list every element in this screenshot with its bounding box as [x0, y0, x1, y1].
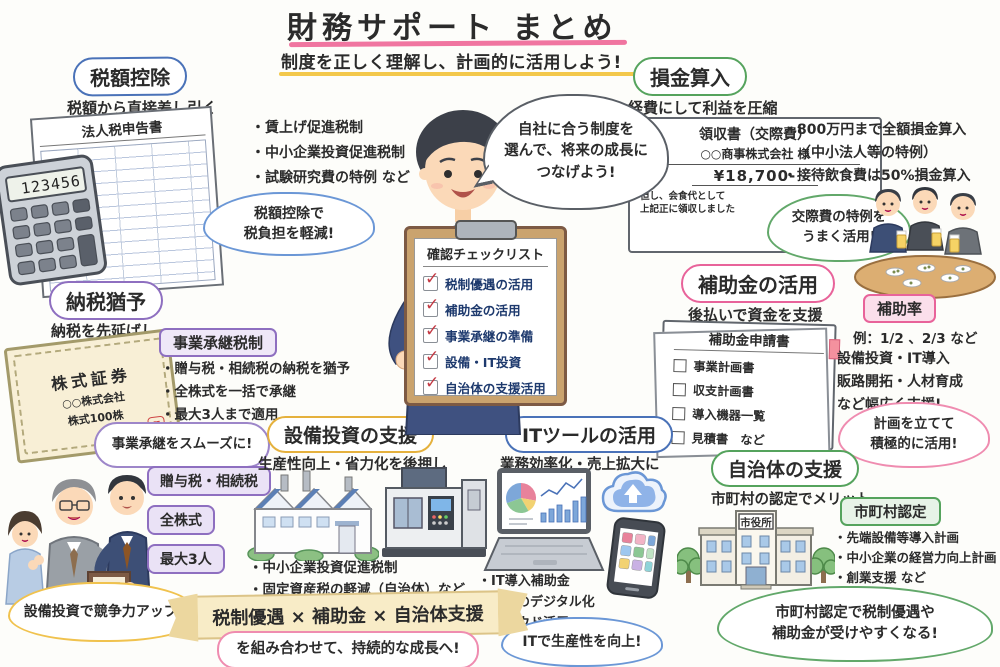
- calculator-icon: 123456: [0, 154, 107, 286]
- tag-gift-inheritance-tax: 贈与税・相続税: [147, 466, 271, 496]
- tag-all-shares: 全株式: [147, 505, 215, 535]
- city-hall-sign: 市役所: [740, 516, 772, 529]
- subsidy-tagline: 後払いで資金を支援: [688, 306, 823, 324]
- section-badge-deductible: 損金算入: [633, 57, 747, 96]
- page-subtitle: 制度を正しく理解し、計画的に活用しよう!: [281, 53, 622, 73]
- checklist-item: 自治体の支援活用: [423, 373, 548, 397]
- checklist-item: 事業承継の準備: [423, 321, 548, 345]
- bullet-item: ・IT導入補助金: [478, 574, 570, 589]
- bullet-item: ・贈与税・相続税の納税を猶予: [161, 361, 350, 377]
- application-item: 見積書 など: [671, 428, 821, 450]
- checklist-item: 補助金の活用: [423, 295, 548, 319]
- summary-bubble: を組み合わせて、持続的な成長へ!: [217, 631, 479, 667]
- checkbox-checked-icon: [423, 295, 439, 317]
- subtitle-underline-decoration: [279, 72, 635, 76]
- application-item: 収支計画書: [672, 380, 823, 402]
- bullet-item: ・先端設備等導入計画: [834, 530, 960, 545]
- receipt-addressee: ○○商事株式会社 様: [650, 145, 860, 165]
- subsidy-application-document: 補助金申請書 事業計画書 収支計画書 導入機器一覧 見積書 など: [659, 319, 841, 451]
- equipment-tagline: 生産性向上・省力化を後押し: [258, 457, 447, 473]
- speech-bubble: 自社に合う制度を 選んで、将来の成長に つなげよう!: [483, 94, 669, 210]
- municipal-certification-label: 市町村認定: [840, 497, 941, 526]
- tax-credit-bullets: ・賃上げ促進税制 ・中小企業投資促進税制 ・試験研究費の特例 など: [251, 116, 410, 191]
- laptop-charts-illustration: [483, 468, 605, 571]
- subsidy-bubble: 計画を立てて 積極的に活用!: [838, 402, 990, 468]
- bullet-item-continuation: （中小法人等の特例）: [797, 145, 937, 161]
- succession-bubble: 事業承継をスムーズに!: [94, 422, 270, 468]
- certificate-company: ○○株式会社: [61, 390, 126, 411]
- bullet-item: ・全株式を一括で承継: [161, 384, 296, 400]
- checkbox-empty-icon: [671, 430, 685, 444]
- it-bubble: ITで生産性を向上!: [501, 617, 663, 667]
- checklist-clipboard: 確認チェックリスト 税制優遇の活用 補助金の活用 事業承継の準備 設備・IT投資…: [404, 220, 567, 406]
- bullet-item: ・試験研究費の特例 など: [251, 170, 410, 186]
- checkbox-empty-icon: [672, 406, 686, 420]
- checkbox-empty-icon: [673, 358, 687, 372]
- calculator-buttons: [9, 198, 98, 276]
- receipt-title: 領収書（交際費）: [699, 127, 811, 143]
- checklist-item: 設備・IT投資: [423, 347, 548, 371]
- application-item: 事業計画書: [673, 356, 823, 378]
- bullet-item: ・中小企業投資促進税制: [251, 145, 405, 161]
- application-doc-title: 補助金申請書: [673, 327, 825, 354]
- subsidy-rate-example: 例：1/2 、2/3 など: [853, 331, 978, 347]
- checkbox-checked-icon: [423, 269, 439, 291]
- business-succession-label: 事業承継税制: [159, 328, 278, 357]
- receipt-amount: ¥18,700-: [691, 167, 819, 186]
- cnc-machine-illustration: [382, 467, 487, 557]
- checklist-item: 税制優遇の活用: [423, 269, 548, 293]
- receipt-note: 但し、会食代として: [640, 191, 726, 202]
- succession-tags: 贈与税・相続税 全株式 最大3人: [147, 466, 271, 574]
- section-badge-tax-credit: 税額控除: [72, 56, 188, 97]
- bullet-item: ・中小企業投資促進税制: [249, 560, 398, 576]
- municipal-bubble: 市町村認定で税制優遇や 補助金が受けやすくなる!: [717, 586, 993, 662]
- checkbox-checked-icon: [423, 347, 439, 369]
- bullet-item: ・最大3人まで適用: [161, 407, 279, 423]
- certificate-title: 株式証券: [50, 365, 132, 394]
- bullet-item: ・創業支援 など: [834, 570, 926, 585]
- businessmen-dining-illustration: [854, 187, 996, 299]
- subsidy-rate-label: 補助率: [863, 294, 937, 323]
- checkbox-empty-icon: [672, 382, 687, 396]
- deductible-bullets: ・800万円まで全額損金算入 （中小法人等の特例） ・接待飲食費は50%損金算入: [783, 119, 971, 188]
- section-badge-subsidy: 補助金の活用: [681, 264, 835, 303]
- municipal-tagline: 市町村の認定でメリット: [711, 492, 871, 508]
- deductible-tagline: 経費にして利益を圧縮: [628, 99, 778, 117]
- smartphone-icon: [606, 517, 666, 599]
- cloud-upload-icon: [601, 471, 667, 513]
- checklist-title: 確認チェックリスト: [423, 244, 548, 267]
- tax-deferral-bullets: ・贈与税・相続税の納税を猶予 ・全株式を一括で承継 ・最大3人まで適用: [161, 358, 350, 427]
- bullet-item: ・中小企業の経営力向上計画: [834, 550, 997, 565]
- section-badge-tax-deferral: 納税猶予: [49, 281, 163, 320]
- application-item: 導入機器一覧: [672, 404, 822, 426]
- tax-credit-bubble: 税額控除で 税負担を軽減!: [203, 192, 375, 256]
- bullet-item: ・賃上げ促進税制: [251, 120, 363, 136]
- bullet-item: ・800万円まで全額損金算入: [783, 122, 967, 138]
- subsidy-description: 設備投資・IT導入 販路開拓・人材育成 など幅広く支援!: [837, 351, 963, 413]
- factory-illustration: [247, 470, 379, 561]
- checklist-paper: 確認チェックリスト 税制優遇の活用 補助金の活用 事業承継の準備 設備・IT投資…: [414, 238, 557, 396]
- checkbox-checked-icon: [423, 373, 439, 395]
- clipboard-clip-icon: [454, 220, 517, 240]
- municipal-bullets: ・先端設備等導入計画 ・中小企業の経営力向上計画 ・創業支援 など: [834, 528, 997, 588]
- checkbox-checked-icon: [423, 321, 439, 343]
- bullet-item: ・接待飲食費は50%損金算入: [783, 168, 971, 184]
- receipt-note: 上記正に領収しました: [640, 204, 736, 215]
- city-hall-illustration: 市役所: [677, 510, 835, 590]
- section-badge-municipal: 自治体の支援: [711, 450, 860, 487]
- section-badge-it: ITツールの活用: [505, 416, 674, 453]
- tag-max-three-people: 最大3人: [147, 544, 225, 574]
